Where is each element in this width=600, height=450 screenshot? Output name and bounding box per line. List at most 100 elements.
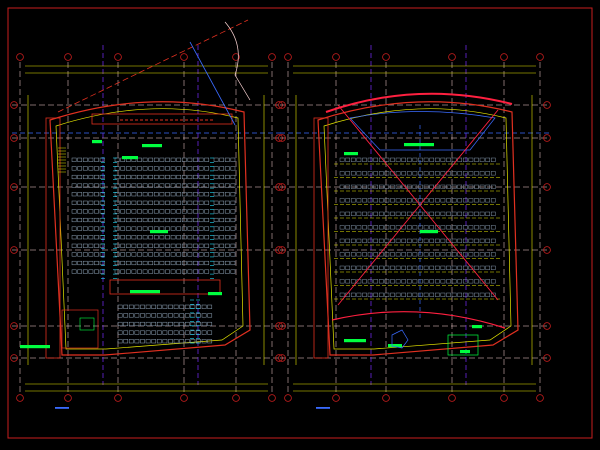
seat [162, 330, 168, 335]
side-corridor-wall [313, 117, 329, 359]
seat [356, 225, 362, 230]
seat [418, 171, 423, 176]
seat [224, 200, 230, 205]
seat [162, 313, 168, 318]
caption-bar [316, 407, 330, 409]
room-tag [130, 290, 160, 294]
seat [165, 183, 170, 188]
seat [137, 217, 142, 223]
seat [88, 183, 94, 188]
seat [230, 166, 236, 171]
seat [350, 184, 356, 189]
column-hexagon [391, 329, 409, 349]
seat [170, 235, 176, 240]
seat [384, 238, 390, 243]
seat [350, 225, 356, 230]
seat [446, 279, 451, 284]
seat [230, 235, 236, 240]
seat [153, 183, 159, 188]
seat [201, 339, 207, 344]
seat [451, 184, 457, 189]
seat [77, 217, 83, 223]
seat [395, 252, 401, 257]
seat [451, 238, 457, 243]
seat [468, 211, 474, 216]
seat [207, 321, 213, 327]
right-walls [313, 92, 519, 359]
seat [479, 292, 485, 297]
seat [485, 292, 491, 297]
seat [204, 217, 210, 223]
seat [193, 166, 198, 171]
seat [485, 265, 491, 270]
seat [339, 211, 345, 216]
seat [446, 225, 451, 230]
seat [181, 235, 187, 240]
seat [162, 304, 168, 309]
seat [142, 269, 148, 274]
seat [390, 292, 395, 297]
seat [395, 198, 401, 203]
seat [429, 225, 435, 230]
seat [94, 235, 99, 240]
seat [140, 339, 145, 344]
seat [406, 265, 412, 270]
seat [159, 192, 165, 197]
seat [457, 198, 463, 203]
seat [181, 174, 187, 180]
seat [468, 198, 474, 203]
seat [162, 339, 168, 344]
seat [367, 292, 373, 297]
seat [176, 166, 182, 171]
seat [71, 235, 77, 240]
grid-bubble-bottom [114, 394, 122, 402]
seat [114, 269, 120, 274]
seat [429, 252, 435, 257]
seat [401, 198, 407, 203]
seat [485, 279, 491, 284]
seat [198, 157, 204, 162]
seat [219, 260, 225, 266]
seat [485, 225, 491, 230]
seat [120, 269, 126, 274]
seat [198, 209, 204, 214]
seat [440, 184, 446, 189]
seat [384, 171, 390, 176]
seat [173, 330, 179, 335]
seat [434, 198, 440, 203]
seat [230, 192, 236, 197]
seat [94, 183, 99, 188]
grid-bubble-bottom [332, 394, 340, 402]
room-tag [460, 350, 470, 354]
seat [145, 313, 151, 318]
seat [406, 279, 412, 284]
seat [193, 243, 198, 248]
seat [176, 260, 182, 266]
seat [440, 238, 446, 243]
seat [373, 279, 379, 284]
seat [71, 200, 77, 205]
seat [134, 304, 140, 309]
seat [82, 226, 88, 231]
left-floor-plan [10, 19, 283, 409]
seat [159, 235, 165, 240]
seat [230, 226, 236, 231]
seat [350, 292, 356, 297]
seat [181, 209, 187, 214]
seat [131, 260, 137, 266]
auditorium-inner-wall [55, 108, 244, 350]
seat [440, 211, 446, 216]
seat [165, 174, 170, 180]
seat [114, 260, 120, 266]
seat [406, 211, 412, 216]
seat [485, 171, 491, 176]
seat [198, 183, 204, 188]
seat [395, 279, 401, 284]
seat [356, 265, 362, 270]
seat [82, 235, 88, 240]
seat [88, 217, 94, 223]
seat [224, 209, 230, 214]
seat [451, 265, 457, 270]
seat [131, 192, 137, 197]
